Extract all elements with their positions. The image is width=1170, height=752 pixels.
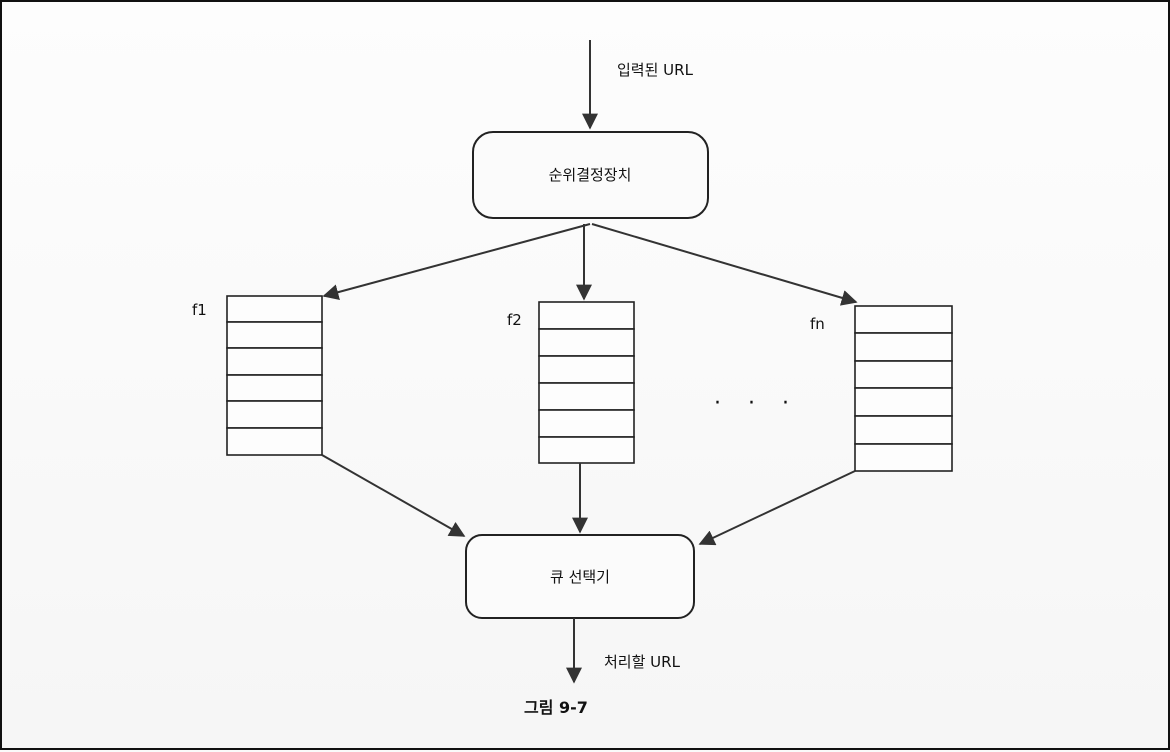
queue-f2-label: f2 xyxy=(507,311,522,329)
output-url-label: 처리할 URL xyxy=(604,653,681,671)
prioritizer-node: 순위결정장치 xyxy=(472,131,709,219)
queue-f1 xyxy=(226,295,323,456)
arrow-f1-to-selector xyxy=(321,454,466,537)
queue-selector-node: 큐 선택기 xyxy=(465,534,695,619)
figure-caption: 그림 9-7 xyxy=(524,698,588,717)
arrow-fn-to-selector xyxy=(698,470,856,546)
queue-fn xyxy=(854,305,953,472)
queue-f1-label: f1 xyxy=(192,301,207,319)
arrow-prioritizer-to-fn xyxy=(591,223,858,306)
queue-f2 xyxy=(538,301,635,464)
arrow-prioritizer-to-f1 xyxy=(322,223,591,300)
queue-ellipsis: · · · xyxy=(714,391,799,416)
prioritizer-label: 순위결정장치 xyxy=(549,166,632,184)
input-url-label: 입력된 URL xyxy=(617,61,694,79)
queue-fn-label: fn xyxy=(810,315,825,333)
queue-selector-label: 큐 선택기 xyxy=(550,568,610,586)
